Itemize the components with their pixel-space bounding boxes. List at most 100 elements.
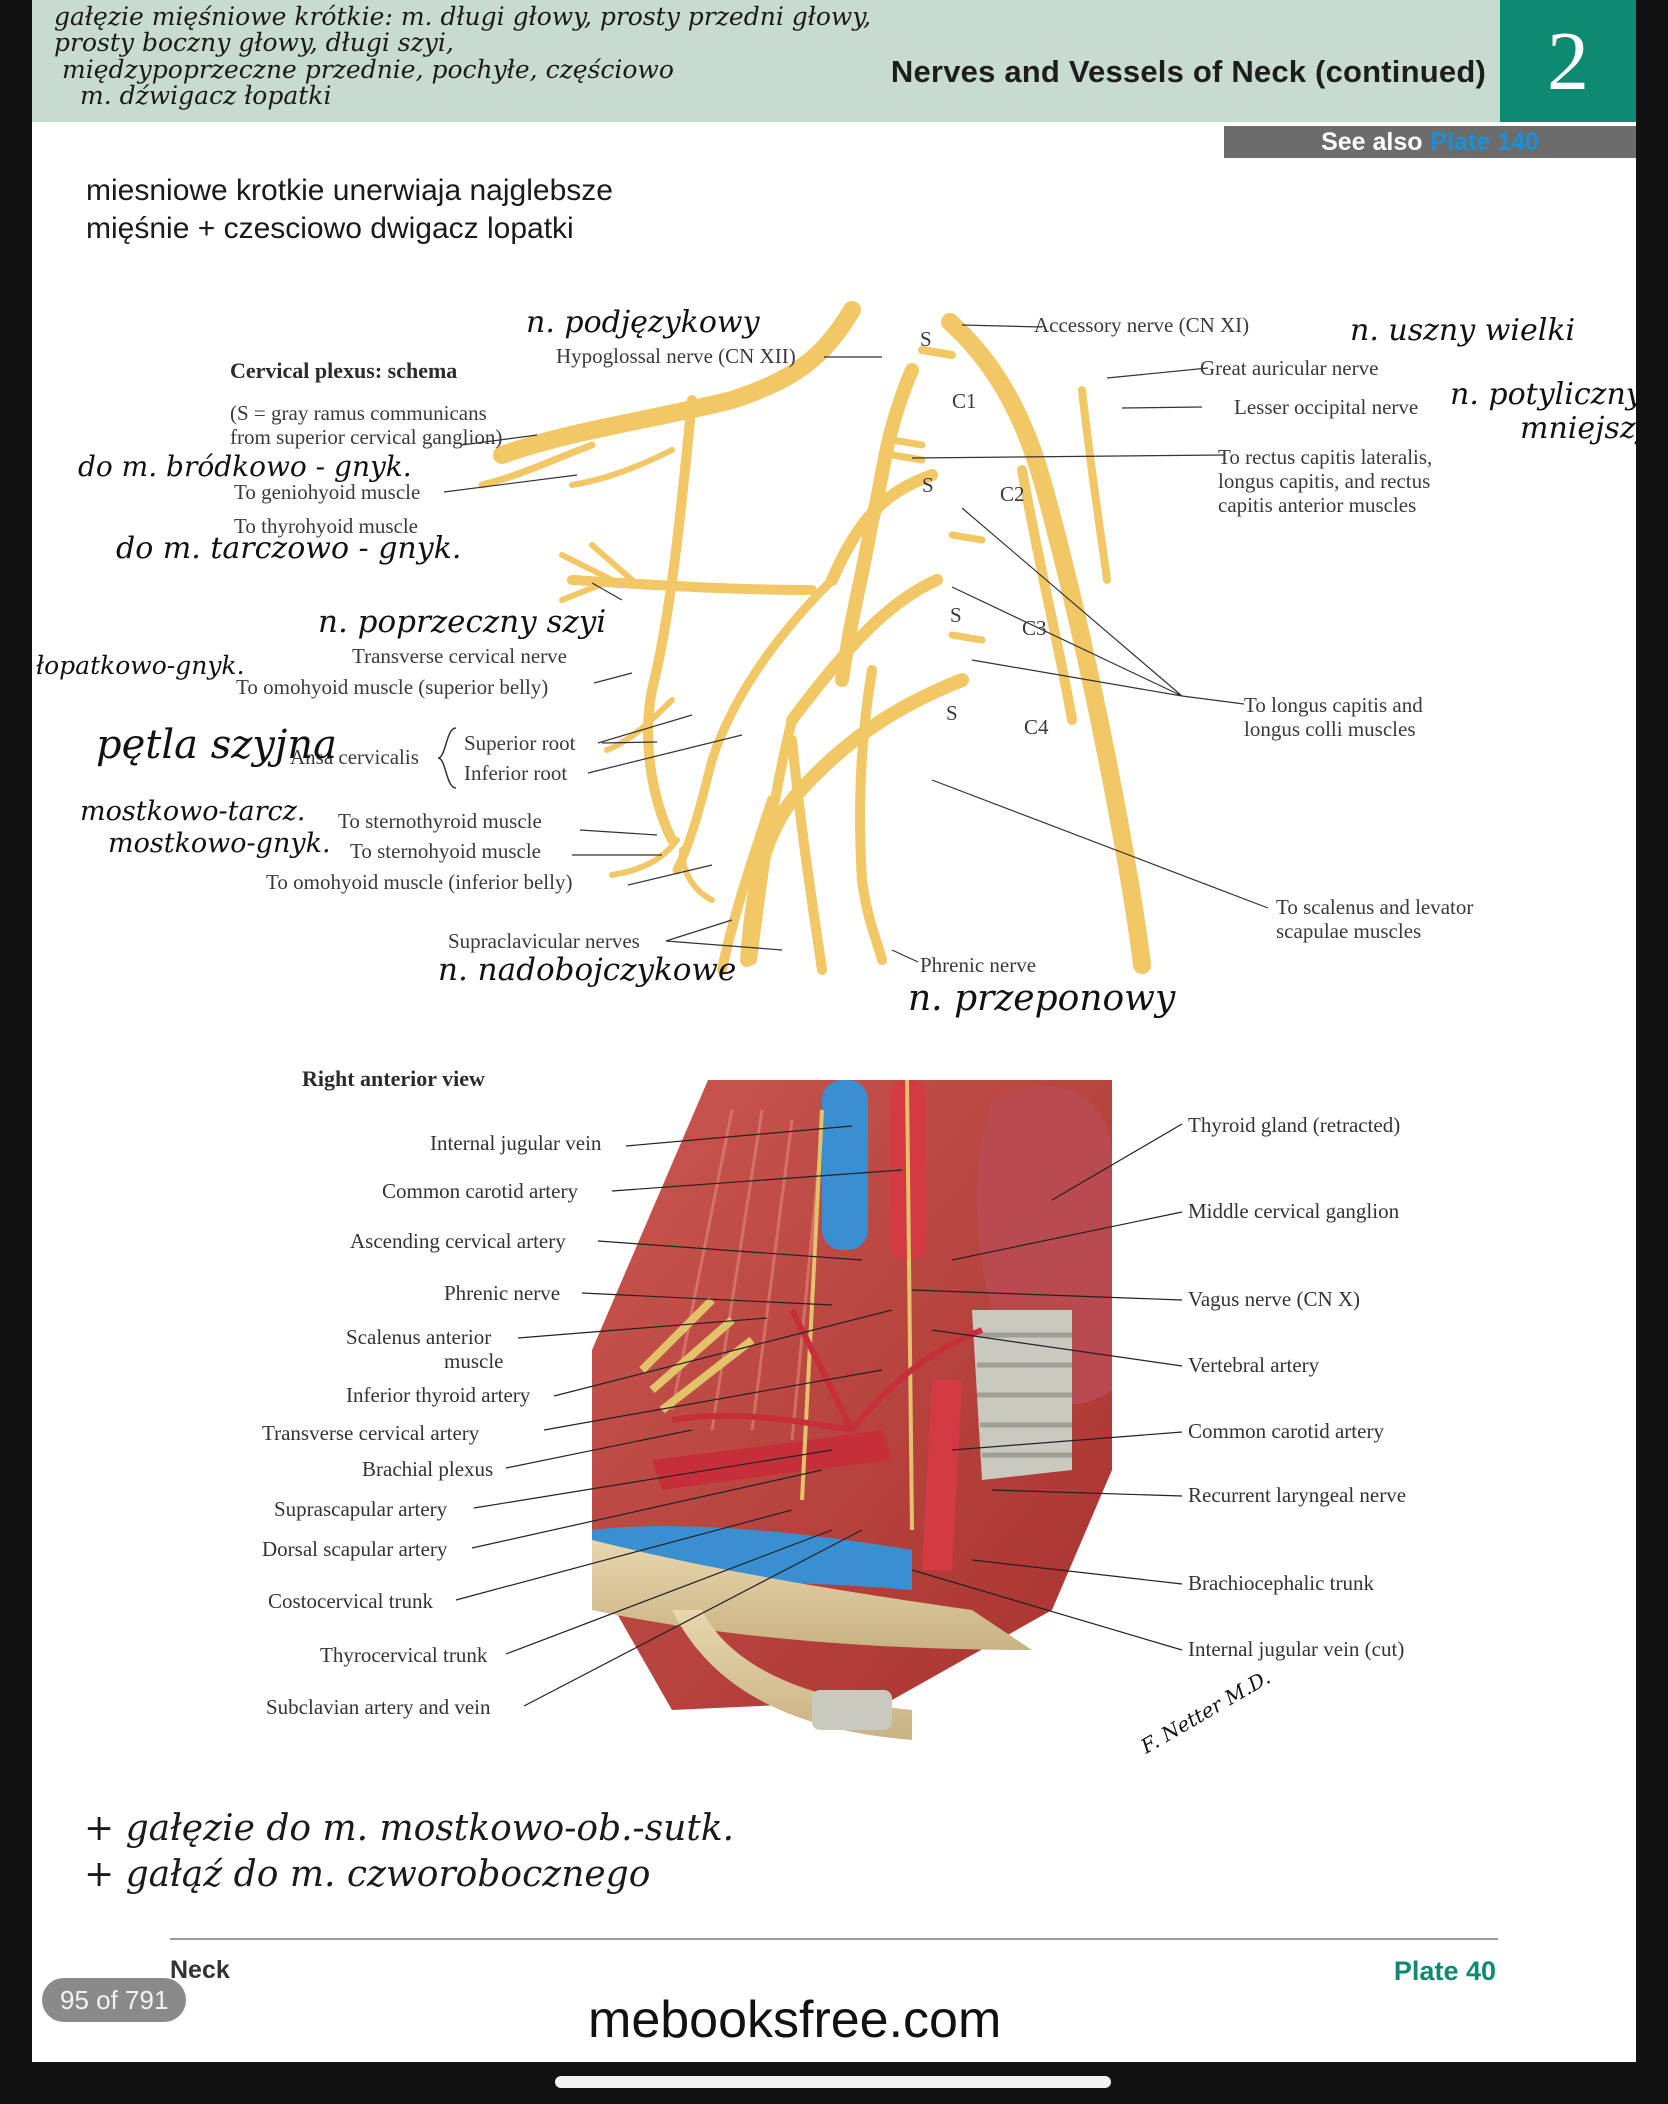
label-vertebral-artery: Vertebral artery	[1188, 1353, 1320, 1377]
typed-note-line: mięśnie + czesciowo dwigacz lopatki	[86, 211, 574, 245]
label-omohyoid-superior: To omohyoid muscle (superior belly)	[236, 675, 548, 699]
common-carotid-artery-right	[922, 1380, 962, 1570]
label-rectus-3: capitis anterior muscles	[1218, 493, 1416, 517]
scalene-striations	[670, 1109, 824, 1441]
transverse-cervical-twig	[559, 542, 635, 603]
ansa-superior-root-path	[643, 395, 697, 845]
cervical-plexus-schema: Cervical plexus: schema (S = gray ramus …	[36, 301, 1636, 1019]
handwritten-line: prosty boczny głowy, długi szyi,	[54, 28, 454, 58]
page-counter-badge[interactable]: 95 of 791	[42, 1978, 187, 2022]
hw-potyliczny-1: n. potyliczny	[1450, 377, 1636, 412]
hw-lopatkowo: łopatkowo-gnyk.	[36, 651, 245, 680]
label-middle-cervical-ganglion: Middle cervical ganglion	[1188, 1199, 1400, 1223]
sternothyroid-branch-path	[609, 837, 680, 878]
hw-poprzeczny: n. poprzeczny szyi	[318, 604, 606, 640]
typed-note-line: miesniowe krotkie unerwiaja najglebsze	[86, 174, 613, 207]
label-subclavian-artery-vein: Subclavian artery and vein	[266, 1695, 491, 1719]
hw-mostkowo-tarcz: mostkowo-tarcz.	[80, 796, 305, 827]
label-accessory: Accessory nerve (CN XI)	[1034, 313, 1249, 337]
footer-plate: Plate 40	[1393, 1956, 1496, 1986]
nerve-branches	[478, 301, 1151, 975]
page-title: Nerves and Vessels of Neck (continued)	[890, 54, 1486, 89]
sternohyoid-branch-path	[679, 847, 715, 903]
label-lesser-occipital: Lesser occipital nerve	[1234, 395, 1418, 419]
label-hypoglossal: Hypoglossal nerve (CN XII)	[556, 344, 796, 368]
costal-cartilage	[812, 1690, 892, 1730]
watermark-text: mebooksfree.com	[588, 1991, 1002, 2049]
label-root-c3: C3	[1022, 616, 1047, 640]
phrenic-nerve	[800, 1109, 824, 1501]
label-phrenic: Phrenic nerve	[920, 953, 1036, 977]
label-sternothyroid: To sternothyroid muscle	[338, 809, 542, 833]
home-indicator[interactable]	[555, 2076, 1111, 2088]
label-common-carotid-artery-right: Common carotid artery	[1188, 1419, 1384, 1443]
label-longus-2: longus colli muscles	[1244, 717, 1416, 741]
gray-ramus-c2	[888, 436, 926, 464]
gray-ramus-c1	[918, 346, 956, 359]
root-c2-path	[826, 469, 938, 586]
label-transverse-cervical: Transverse cervical nerve	[352, 644, 567, 668]
label-s-c4: S	[946, 701, 958, 725]
label-geniohyoid: To geniohyoid muscle	[234, 480, 420, 504]
internal-jugular-vein	[822, 1080, 868, 1250]
thyrocervical-branches	[671, 1308, 984, 1433]
label-rectus-2: longus capitis, and rectus	[1218, 469, 1430, 493]
leader-lines	[443, 324, 1269, 963]
label-internal-jugular-vein: Internal jugular vein	[430, 1131, 602, 1155]
see-also-prefix: See also	[1321, 127, 1423, 156]
label-common-carotid-artery: Common carotid artery	[382, 1179, 578, 1203]
label-scalenus-2: scapulae muscles	[1276, 919, 1421, 943]
label-rectus-1: To rectus capitis lateralis,	[1218, 445, 1432, 469]
label-scalenus-anterior: Scalenus anterior	[346, 1325, 491, 1349]
illustration-leader-lines	[455, 1123, 1183, 1707]
handwritten-line: + gałęzie do m. mostkowo-ob.-sutk.	[84, 1808, 735, 1849]
hw-nadobojczykowe: n. nadobojczykowe	[438, 952, 736, 988]
see-also-link[interactable]: Plate 140	[1430, 127, 1539, 156]
label-ascending-cervical-artery: Ascending cervical artery	[350, 1229, 566, 1253]
schema-title: Cervical plexus: schema	[230, 358, 457, 383]
label-recurrent-laryngeal-nerve: Recurrent laryngeal nerve	[1188, 1483, 1406, 1507]
label-longus-1: To longus capitis and	[1244, 693, 1423, 717]
label-dorsal-scapular-artery: Dorsal scapular artery	[262, 1537, 448, 1561]
typed-note: miesniowe krotkie unerwiaja najglebsze m…	[86, 172, 613, 247]
label-thyrocervical-trunk: Thyrocervical trunk	[320, 1643, 488, 1667]
label-costocervical-trunk: Costocervical trunk	[268, 1589, 434, 1613]
hw-uszny: n. uszny wielki	[1350, 313, 1575, 348]
pdf-page[interactable]: gałęzie mięśniowe krótkie: m. długi głow…	[32, 0, 1636, 2062]
hw-mostkowo-gnyk: mostkowo-gnyk.	[108, 828, 331, 859]
handwritten-line: międzypoprzeczne przednie, pochyłe, częś…	[62, 54, 674, 84]
handwritten-line: + gałąź do m. czworobocznego	[84, 1853, 651, 1895]
label-scalenus-muscle: muscle	[444, 1349, 503, 1373]
label-s-c3: S	[950, 603, 962, 627]
supraclavicular-nerves-path	[717, 715, 827, 975]
gray-ramus-c3	[948, 531, 986, 544]
thyrohyoid-branch-path	[569, 447, 675, 488]
label-inferior-thyroid-artery: Inferior thyroid artery	[346, 1383, 531, 1407]
hw-tarczowo: do m. tarczowo - gnyk.	[116, 531, 461, 566]
footer-divider	[170, 1938, 1498, 1940]
handwritten-top-note: gałęzie mięśniowe krótkie: m. długi głow…	[54, 3, 871, 110]
label-brachiocephalic-trunk: Brachiocephalic trunk	[1188, 1571, 1375, 1595]
right-anterior-view-illustration: Right anterior view	[262, 1066, 1406, 1759]
vagus-nerve	[905, 1079, 914, 1531]
brachial-plexus	[639, 1297, 755, 1414]
label-root-c4: C4	[1024, 715, 1049, 739]
schema-legend-1: (S = gray ramus communicans	[230, 401, 487, 425]
chapter-number: 2	[1500, 0, 1636, 122]
label-s-c2: S	[922, 473, 934, 497]
label-thyrohyoid: To thyrohyoid muscle	[234, 514, 418, 538]
netter-signature: F. Netter M.D.	[1136, 1665, 1275, 1759]
great-auricular-path	[1017, 465, 1077, 725]
hw-potyliczny-2: mniejszy	[1520, 411, 1636, 446]
footer-section: Neck	[170, 1956, 230, 1984]
schema-legend-2: from superior cervical ganglion)	[230, 425, 502, 449]
hw-brodkowo: do m. bródkowo - gnyk.	[78, 450, 412, 483]
accessory-nerve-path	[941, 313, 1151, 974]
label-root-c2: C2	[1000, 482, 1025, 506]
see-also-bar: See also Plate 140	[1224, 126, 1636, 158]
label-superior-root: Superior root	[464, 731, 576, 755]
label-brachial-plexus: Brachial plexus	[362, 1457, 493, 1481]
handwritten-line: m. dźwigacz łopatki	[80, 80, 332, 110]
gray-ramus-c4	[948, 631, 986, 644]
label-inferior-root: Inferior root	[464, 761, 567, 785]
